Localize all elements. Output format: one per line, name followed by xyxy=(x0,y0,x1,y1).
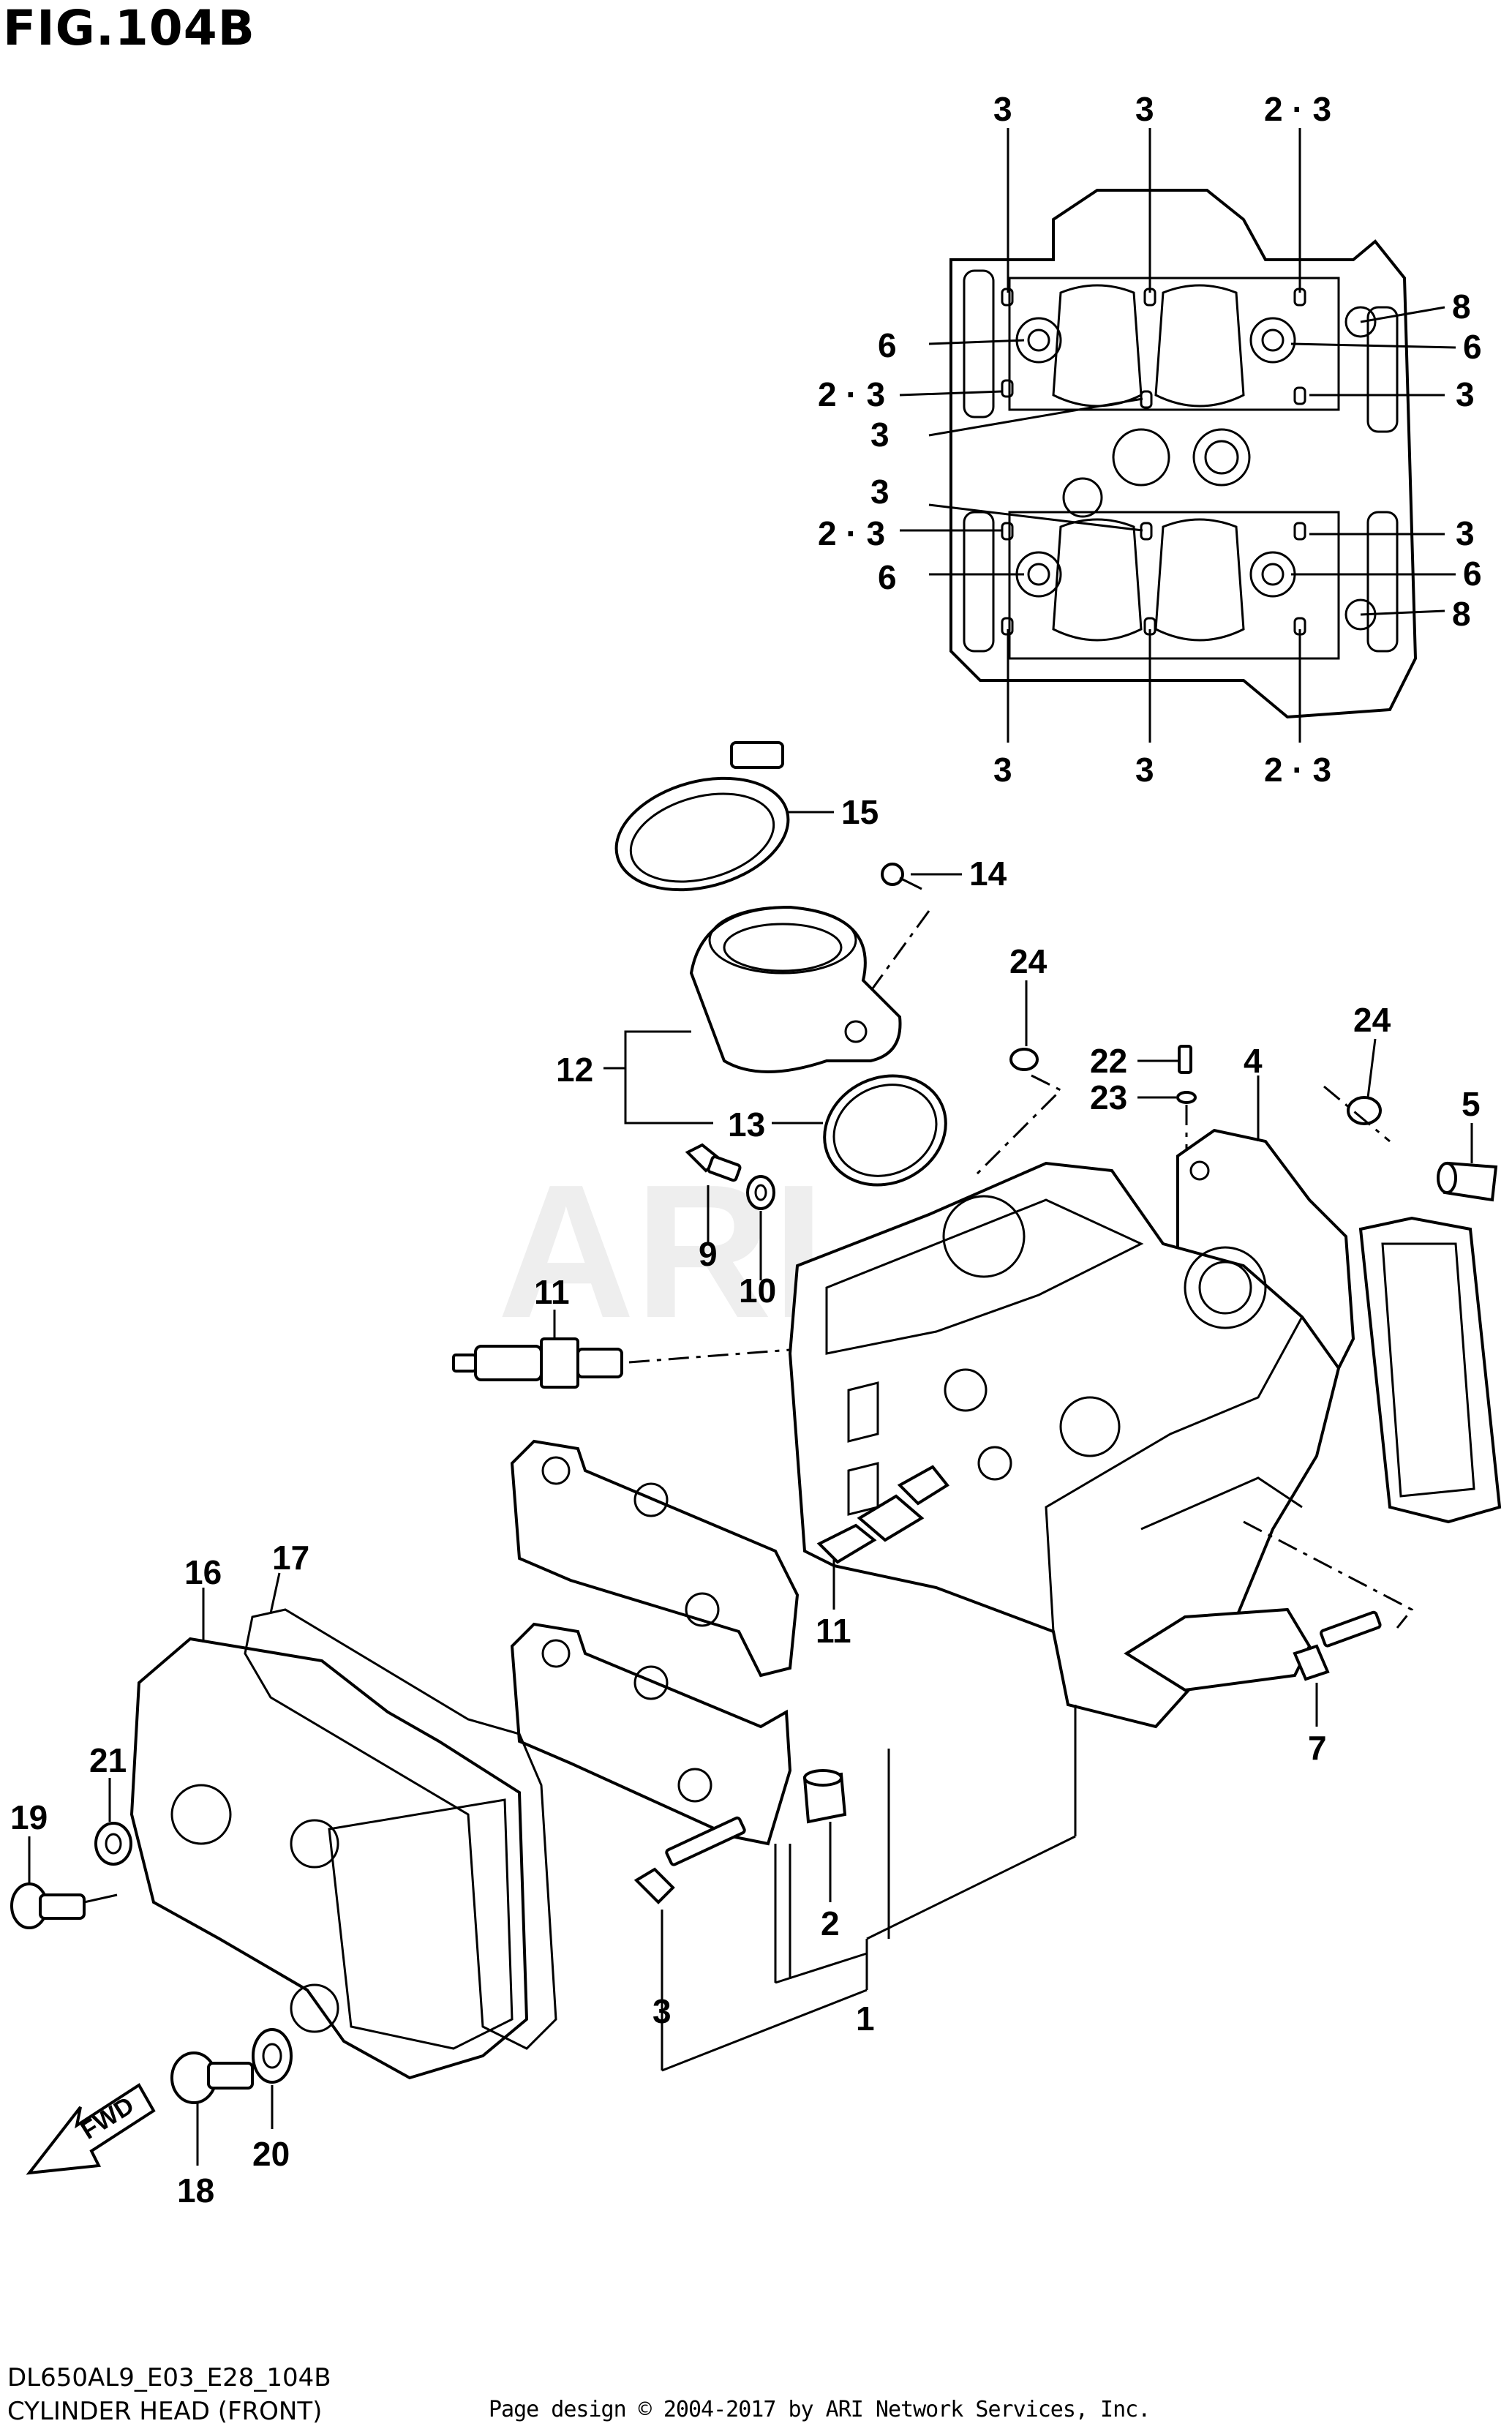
main-view-callouts: 15 14 24 12 13 22 23 4 24 5 9 10 11 11 1… xyxy=(10,793,1481,2210)
cylinder-head-top-view xyxy=(949,189,1418,719)
callout-label: 5 xyxy=(1462,1085,1481,1123)
fitting-part-22 xyxy=(1137,1045,1192,1074)
callout-label: 2 · 3 xyxy=(1264,751,1331,789)
callout-label: 3 xyxy=(870,473,889,511)
washer-part-10 xyxy=(746,1175,775,1280)
callout-label: 1 xyxy=(856,2000,875,2038)
callout-label: 3 xyxy=(1456,514,1475,552)
watermark: ARI xyxy=(497,1146,825,1358)
plug-part-24-left xyxy=(971,980,1063,1179)
model-code: DL650AL9_E03_E28_104B xyxy=(7,2363,331,2392)
o-ring-part-13 xyxy=(823,1074,947,1187)
intake-pipe-part-12 xyxy=(689,905,902,1073)
bolt-part-3 xyxy=(633,1816,746,1990)
callout-label: 3 xyxy=(1135,751,1154,789)
bolt-part-7 xyxy=(1243,1520,1414,1727)
callout-label: 15 xyxy=(841,793,879,831)
forward-direction-arrow: FWD xyxy=(26,2083,156,2175)
callout-label: 13 xyxy=(728,1105,765,1144)
callout-label: 24 xyxy=(1009,942,1048,980)
callout-label: 19 xyxy=(10,1798,48,1836)
washer-part-20 xyxy=(252,2028,293,2129)
bolt-part-19 xyxy=(10,1836,118,1929)
spark-plug-part-11-inner xyxy=(816,1465,949,1610)
callout-label: 23 xyxy=(1090,1078,1127,1116)
camshaft-holder-upper xyxy=(510,1439,800,1678)
camshaft-holder-lower xyxy=(510,1622,792,1846)
callout-label: 2 · 3 xyxy=(818,375,885,413)
bracket-12-13 xyxy=(603,1030,823,1125)
plug-part-24-right xyxy=(1323,1038,1391,1143)
callout-label: 11 xyxy=(816,1612,851,1650)
callout-label: 16 xyxy=(184,1553,222,1591)
hose-clamp-part-15 xyxy=(614,741,834,892)
callout-label: 20 xyxy=(252,2135,290,2173)
spark-plug-part-11-left xyxy=(452,1310,791,1389)
callout-label: 10 xyxy=(739,1272,776,1310)
callout-label: 6 xyxy=(878,558,897,596)
dowel-pin-part-2 xyxy=(802,1769,847,1902)
callout-label: 7 xyxy=(1308,1729,1327,1767)
copyright-notice: Page design © 2004-2017 by ARI Network S… xyxy=(489,2397,1151,2422)
top-view-leader-lines xyxy=(899,128,1456,743)
callout-label: 24 xyxy=(1353,1001,1391,1039)
callout-label: 6 xyxy=(1463,555,1482,593)
callout-label: 11 xyxy=(534,1273,570,1311)
callout-label: 3 xyxy=(652,1992,672,2030)
bolt-part-9 xyxy=(685,1143,742,1244)
callout-label: 4 xyxy=(1244,1042,1263,1080)
cylinder-head-cover-part-16 xyxy=(129,1588,529,2080)
callout-label: 17 xyxy=(272,1539,309,1577)
figure-title: FIG.104B xyxy=(3,0,255,56)
callout-label: 2 xyxy=(821,1904,840,1942)
callout-label: 9 xyxy=(699,1235,718,1273)
cylinder-head-part-1 xyxy=(788,1161,1341,1729)
cover-gasket-part-17 xyxy=(244,1572,557,2050)
callout-label: 8 xyxy=(1452,288,1471,326)
callout-label: 6 xyxy=(878,326,897,364)
callout-label: 18 xyxy=(177,2171,214,2210)
callout-label: 12 xyxy=(556,1051,593,1089)
side-gasket-frame xyxy=(1358,1216,1502,1524)
callout-label: 3 xyxy=(993,90,1012,128)
callout-label: 22 xyxy=(1090,1042,1127,1080)
callout-label: 8 xyxy=(1452,595,1471,633)
callout-label: 6 xyxy=(1463,328,1482,366)
callout-label: 2 · 3 xyxy=(818,514,885,552)
callout-label: 2 · 3 xyxy=(1264,90,1331,128)
callout-label: 3 xyxy=(870,416,889,454)
callout-label: 21 xyxy=(89,1741,127,1779)
bolt-part-18 xyxy=(170,2051,254,2166)
dowel-pin-part-5 xyxy=(1437,1123,1498,1202)
grommet-part-21 xyxy=(94,1778,132,1866)
bracket-1-2-3 xyxy=(661,1705,1077,2072)
callout-label: 3 xyxy=(1135,90,1154,128)
top-view-callouts: 3 3 2 · 3 8 6 6 2 · 3 3 3 3 2 · 3 3 6 6 … xyxy=(818,90,1482,789)
callout-label: 3 xyxy=(993,751,1012,789)
section-name: CYLINDER HEAD (FRONT) xyxy=(7,2397,323,2426)
callout-label: 14 xyxy=(969,855,1007,893)
callout-label: 3 xyxy=(1456,375,1475,413)
